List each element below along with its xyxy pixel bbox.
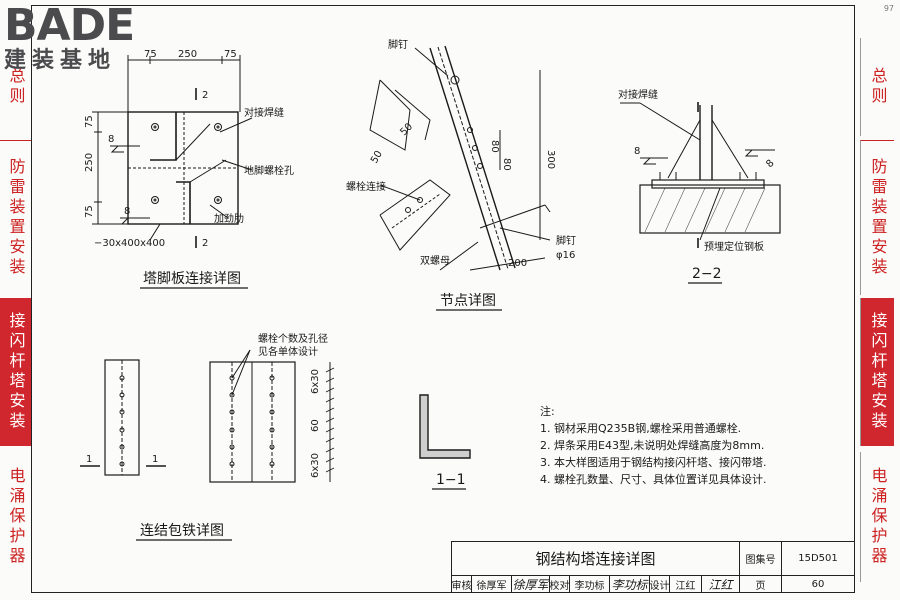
dim-6x30-bottom: 6x30: [310, 453, 321, 478]
tab-label: 防雷装置安装: [6, 158, 26, 278]
tab-label: 总则: [6, 67, 26, 107]
tab-label: 总则: [868, 67, 888, 107]
checker-signature: 李功标: [610, 576, 650, 593]
weld-size-8-c: 8: [634, 146, 640, 157]
dim-75-top: 75: [84, 115, 95, 128]
dim-300: 300: [545, 150, 556, 169]
dim-80-b: 80: [501, 158, 512, 171]
section-1-1-drawing: [419, 394, 471, 459]
note-item: 1. 钢材采用Q235B钢,螺栓采用普通螺栓.: [540, 422, 742, 435]
label-foot-nail-top: 脚钉: [388, 38, 408, 51]
label-bolt-note-2: 见各单体设计: [258, 345, 318, 358]
dim-250: 250: [178, 49, 197, 60]
note-item: 2. 焊条采用E43型,未说明处焊缝高度为8mm.: [540, 439, 765, 452]
weld-size-8-b: 8: [124, 206, 130, 217]
tab-label: 接闪杆塔安装: [868, 312, 888, 432]
caption-section-2-2: 2−2: [692, 266, 722, 282]
tab-lightning-device-right[interactable]: 防雷装置安装: [860, 140, 894, 295]
tab-label: 接闪杆塔安装: [6, 312, 26, 432]
base-plate-drawing: [92, 55, 253, 248]
caption-section-1-1: 1−1: [436, 472, 466, 488]
tab-spd-left[interactable]: 电涌保护器: [0, 452, 31, 582]
dim-50-a: 50: [398, 121, 415, 138]
page-number: 60: [811, 579, 825, 590]
dim-60: 60: [310, 419, 321, 432]
dim-phi16: φ16: [556, 250, 575, 261]
tab-label: 防雷装置安装: [868, 158, 888, 278]
section-mark-2-bottom: 2: [202, 238, 208, 249]
caption-wrap-plate: 连结包铁详图: [140, 523, 224, 539]
caption-base-plate: 塔脚板连接详图: [143, 270, 241, 287]
label-plate-size: −30x400x400: [94, 238, 165, 249]
label-embedded-plate: 预埋定位钢板: [704, 240, 764, 253]
logo-subtitle: 建装基地: [4, 48, 117, 73]
label-anchor-bolt-hole: 地脚螺栓孔: [244, 164, 294, 177]
title-block: 钢结构塔连接详图 图集号 15D501 审核 徐厚军 徐厚军 校对 李功标 李功…: [451, 541, 855, 593]
label-bolt-note-1: 螺栓个数及孔径: [258, 332, 328, 345]
brand-logo: BADE 建装基地: [4, 0, 135, 74]
reviewer-signature: 徐厚军: [512, 576, 550, 593]
dim-80-a: 80: [489, 140, 500, 153]
design-label: 设计: [650, 576, 670, 593]
dim-75-left: 75: [144, 49, 157, 60]
notes-title: 注:: [540, 405, 555, 418]
weld-size-8-a: 8: [108, 134, 114, 145]
note-item: 4. 螺栓孔数量、尺寸、具体位置详见具体设计.: [540, 473, 767, 486]
caption-node: 节点详图: [440, 293, 496, 309]
tab-air-terminal-tower-right[interactable]: 接闪杆塔安装: [860, 298, 894, 446]
logo-wordmark: BADE: [4, 0, 135, 51]
label-stiffener: 加劲肋: [214, 212, 244, 225]
label-bolt-connection: 螺栓连接: [346, 180, 386, 193]
tab-general-right[interactable]: 总则: [860, 38, 894, 136]
designer-signature: 江红: [702, 576, 740, 593]
designer-name: 江红: [670, 576, 702, 593]
tab-spd-right[interactable]: 电涌保护器: [860, 452, 894, 582]
node-drawing: [369, 45, 551, 271]
atlas-label: 图集号: [740, 542, 782, 576]
cut-mark-1-right: 1: [152, 454, 158, 465]
wrap-plate-drawing: [80, 349, 335, 483]
general-notes: 注: 1. 钢材采用Q235B钢,螺栓采用普通螺栓. 2. 焊条采用E43型,未…: [540, 403, 767, 488]
label-foot-nail-bottom: 脚钉: [556, 234, 576, 247]
weld-size-8-d: 8: [764, 158, 776, 170]
atlas-number: 15D501: [782, 542, 854, 576]
tab-lightning-device-left[interactable]: 防雷装置安装: [0, 140, 31, 295]
drawing-title: 钢结构塔连接详图: [452, 542, 740, 576]
checker-name: 李功标: [570, 576, 610, 593]
note-item: 3. 本大样图适用于钢结构接闪杆塔、接闪带塔.: [540, 456, 767, 469]
dim-200: 200: [508, 258, 527, 269]
reviewer-name: 徐厚军: [472, 576, 512, 593]
check-label: 校对: [550, 576, 570, 593]
dim-75-right: 75: [224, 49, 237, 60]
tab-label: 电涌保护器: [868, 467, 888, 567]
drawing-sheet: [31, 5, 855, 593]
review-label: 审核: [452, 576, 472, 593]
tab-air-terminal-tower-left[interactable]: 接闪杆塔安装: [0, 298, 31, 446]
section-mark-2-top: 2: [202, 90, 208, 101]
dim-250-vertical: 250: [84, 153, 95, 172]
tab-general-left[interactable]: 总则: [0, 38, 31, 136]
dim-6x30-top: 6x30: [310, 369, 321, 394]
corner-mark: 97: [883, 4, 894, 13]
dim-50-b: 50: [369, 149, 385, 166]
dim-75-bottom: 75: [84, 205, 95, 218]
label-butt-weld-22: 对接焊缝: [618, 88, 658, 101]
section-2-2-drawing: [620, 102, 781, 248]
label-double-nut: 双螺母: [420, 255, 450, 267]
page-label: 页: [740, 576, 782, 593]
label-butt-weld: 对接焊缝: [244, 106, 284, 119]
cut-mark-1-left: 1: [86, 454, 92, 465]
tab-label: 电涌保护器: [6, 467, 26, 567]
